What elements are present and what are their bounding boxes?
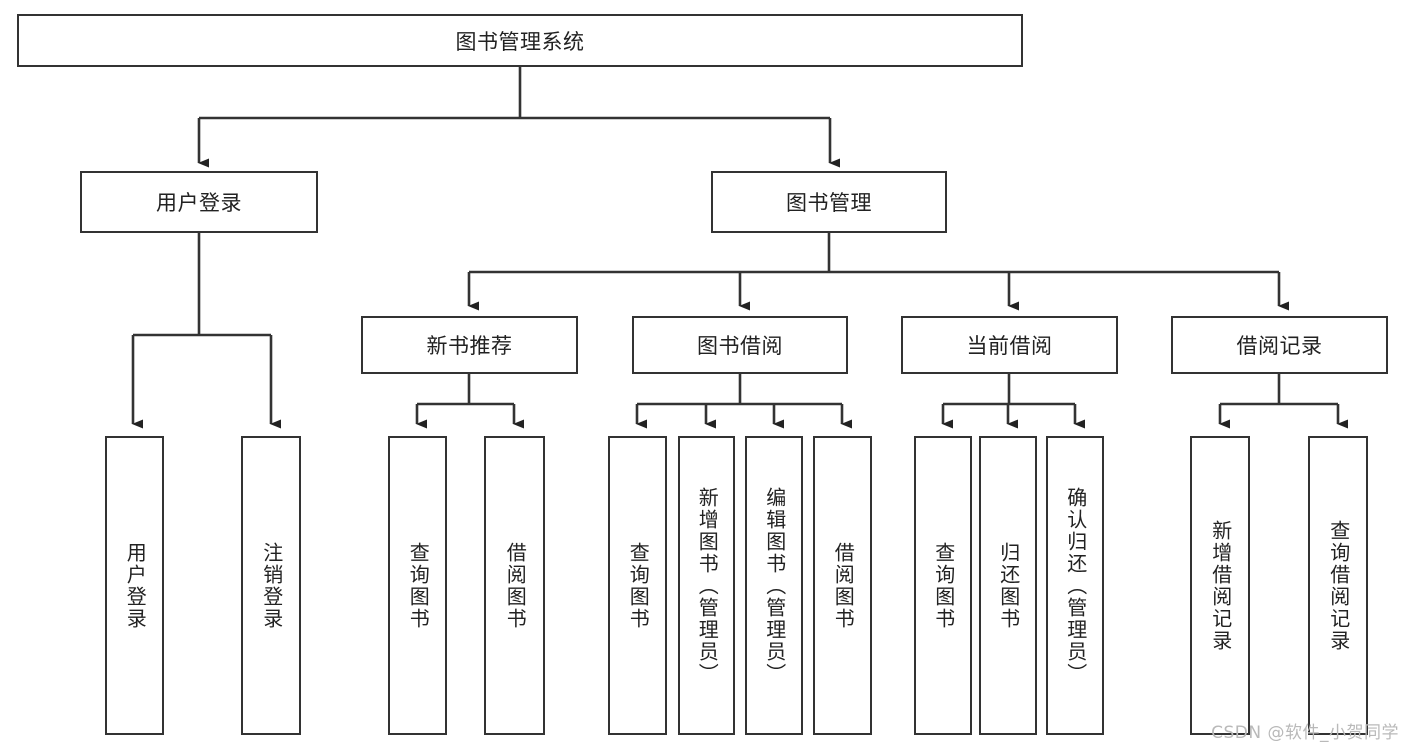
node-borrow-record-label: 借阅记录 — [1236, 334, 1323, 358]
node-leaf-borrow-book-recommend-label: 借阅图书 — [503, 541, 528, 630]
node-book-borrow[interactable]: 图书借阅 — [632, 316, 848, 374]
node-leaf-user-login-label: 用户登录 — [123, 541, 148, 630]
node-leaf-confirm-return-admin-label: 确认归还（管理员） — [1063, 486, 1088, 685]
node-leaf-confirm-return-admin[interactable]: 确认归还（管理员） — [1046, 436, 1104, 735]
node-leaf-borrow-book-recommend[interactable]: 借阅图书 — [484, 436, 545, 735]
node-current-borrow-label: 当前借阅 — [966, 334, 1053, 358]
node-leaf-borrow-book-label: 借阅图书 — [831, 541, 856, 630]
node-new-book-recommend[interactable]: 新书推荐 — [361, 316, 578, 374]
node-leaf-query-book-current[interactable]: 查询图书 — [914, 436, 972, 735]
node-leaf-edit-book-admin-label: 编辑图书（管理员） — [762, 486, 787, 685]
node-leaf-add-borrow-record-label: 新增借阅记录 — [1208, 519, 1233, 652]
node-user-login[interactable]: 用户登录 — [80, 171, 318, 233]
node-leaf-query-borrow-record[interactable]: 查询借阅记录 — [1308, 436, 1368, 735]
node-leaf-user-login[interactable]: 用户登录 — [105, 436, 164, 735]
node-leaf-query-book-borrow[interactable]: 查询图书 — [608, 436, 667, 735]
node-current-borrow[interactable]: 当前借阅 — [901, 316, 1118, 374]
node-leaf-query-book-current-label: 查询图书 — [931, 541, 956, 630]
node-leaf-query-book-borrow-label: 查询图书 — [626, 541, 651, 630]
node-leaf-return-book[interactable]: 归还图书 — [979, 436, 1037, 735]
node-book-management[interactable]: 图书管理 — [711, 171, 947, 233]
node-leaf-add-book-admin-label: 新增图书（管理员） — [695, 486, 720, 685]
node-user-login-label: 用户登录 — [156, 191, 242, 215]
node-leaf-logout-label: 注销登录 — [259, 541, 284, 630]
node-new-book-recommend-label: 新书推荐 — [426, 334, 513, 358]
node-leaf-borrow-book[interactable]: 借阅图书 — [813, 436, 872, 735]
node-root-label: 图书管理系统 — [455, 29, 585, 54]
node-leaf-query-borrow-record-label: 查询借阅记录 — [1326, 519, 1351, 652]
node-leaf-edit-book-admin[interactable]: 编辑图书（管理员） — [745, 436, 803, 735]
node-leaf-add-borrow-record[interactable]: 新增借阅记录 — [1190, 436, 1250, 735]
watermark-text: CSDN @软件_小贺同学 — [1211, 723, 1399, 743]
node-leaf-add-book-admin[interactable]: 新增图书（管理员） — [678, 436, 735, 735]
node-leaf-return-book-label: 归还图书 — [996, 541, 1021, 630]
node-root[interactable]: 图书管理系统 — [17, 14, 1023, 67]
node-leaf-query-book-recommend[interactable]: 查询图书 — [388, 436, 447, 735]
node-book-borrow-label: 图书借阅 — [697, 334, 783, 358]
node-leaf-logout[interactable]: 注销登录 — [241, 436, 301, 735]
node-book-management-label: 图书管理 — [786, 191, 872, 215]
node-leaf-query-book-recommend-label: 查询图书 — [406, 541, 431, 630]
node-borrow-record[interactable]: 借阅记录 — [1171, 316, 1388, 374]
